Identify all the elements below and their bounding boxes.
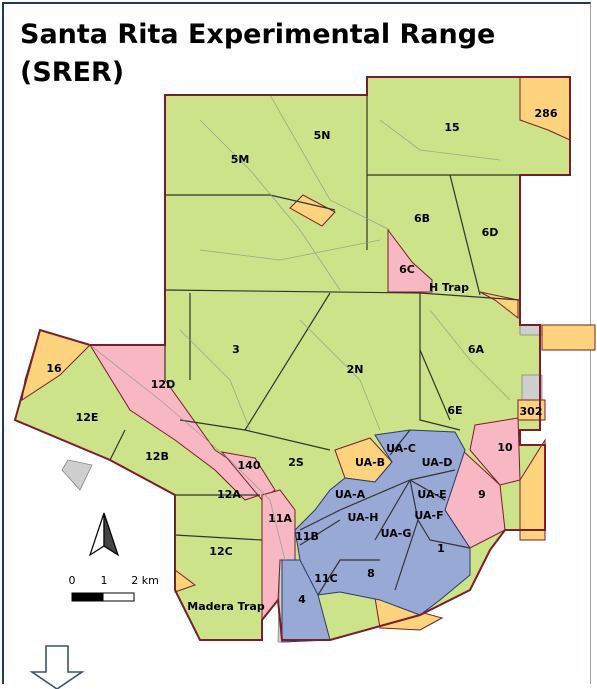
orange-parcel-east xyxy=(541,324,596,351)
label-ua-f: UA-F xyxy=(414,509,443,522)
label-ua-c: UA-C xyxy=(386,442,416,455)
range-boundary xyxy=(13,76,571,641)
label-12e: 12E xyxy=(76,411,99,424)
pasture-boundaries xyxy=(109,95,521,596)
scale-bar: 0 1 2 km xyxy=(69,574,159,602)
label-ua-h: UA-H xyxy=(348,511,379,524)
label-6a: 6A xyxy=(468,343,485,356)
label-ua-d: UA-D xyxy=(422,456,453,469)
label-5m: 5M xyxy=(231,153,250,166)
parcel-140-area xyxy=(220,451,276,501)
label-12b: 12B xyxy=(145,450,169,463)
label-5n: 5N xyxy=(314,129,331,142)
north-arrow-icon xyxy=(88,512,120,557)
map-title: Santa Rita Experimental Range (SRER) xyxy=(20,16,495,92)
label-12d: 12D xyxy=(151,378,175,391)
label-11b: 11B xyxy=(295,530,319,543)
label-16: 16 xyxy=(46,362,62,375)
label-11c: 11C xyxy=(314,572,337,585)
scale-label-1: 1 xyxy=(101,574,108,587)
label-6d: 6D xyxy=(482,226,499,239)
label-9: 9 xyxy=(478,488,486,501)
label-11a: 11A xyxy=(268,512,292,525)
label-4: 4 xyxy=(298,593,306,606)
label-12a: 12A xyxy=(217,488,241,501)
title-line-2: (SRER) xyxy=(20,57,125,88)
label-ua-b: UA-B xyxy=(355,456,385,469)
label-1: 1 xyxy=(437,542,445,555)
label-2n: 2N xyxy=(347,363,364,376)
label-ua-e: UA-E xyxy=(417,488,446,501)
scale-label-0: 0 xyxy=(69,574,76,587)
scale-label-2km: 2 km xyxy=(131,574,159,587)
label-6c: 6C xyxy=(399,263,415,276)
label-6b: 6B xyxy=(414,212,430,225)
parcel-4-area xyxy=(281,559,331,643)
label-15: 15 xyxy=(444,121,459,134)
label-286: 286 xyxy=(535,107,558,120)
label-ua-g: UA-G xyxy=(381,527,412,540)
down-arrow-icon xyxy=(29,645,85,689)
gray-parcel-east-1 xyxy=(519,324,543,336)
label-ua-a: UA-A xyxy=(335,488,366,501)
label-2s: 2S xyxy=(288,456,304,469)
label-12c: 12C xyxy=(209,545,232,558)
parcel-6c-area xyxy=(387,228,433,293)
label-madera-trap: Madera Trap xyxy=(187,600,265,613)
label-6e: 6E xyxy=(447,404,462,417)
label-302: 302 xyxy=(520,405,543,418)
label-h-trap: H Trap xyxy=(429,281,469,294)
label-8: 8 xyxy=(367,567,375,580)
parcel-10-area xyxy=(469,417,521,486)
gray-parcel-west xyxy=(61,459,93,491)
label-10: 10 xyxy=(497,441,513,454)
road-network xyxy=(89,94,511,561)
label-140: 140 xyxy=(238,459,261,472)
title-line-1: Santa Rita Experimental Range xyxy=(20,19,496,50)
label-3: 3 xyxy=(232,343,240,356)
parcel-302-area xyxy=(517,399,546,421)
